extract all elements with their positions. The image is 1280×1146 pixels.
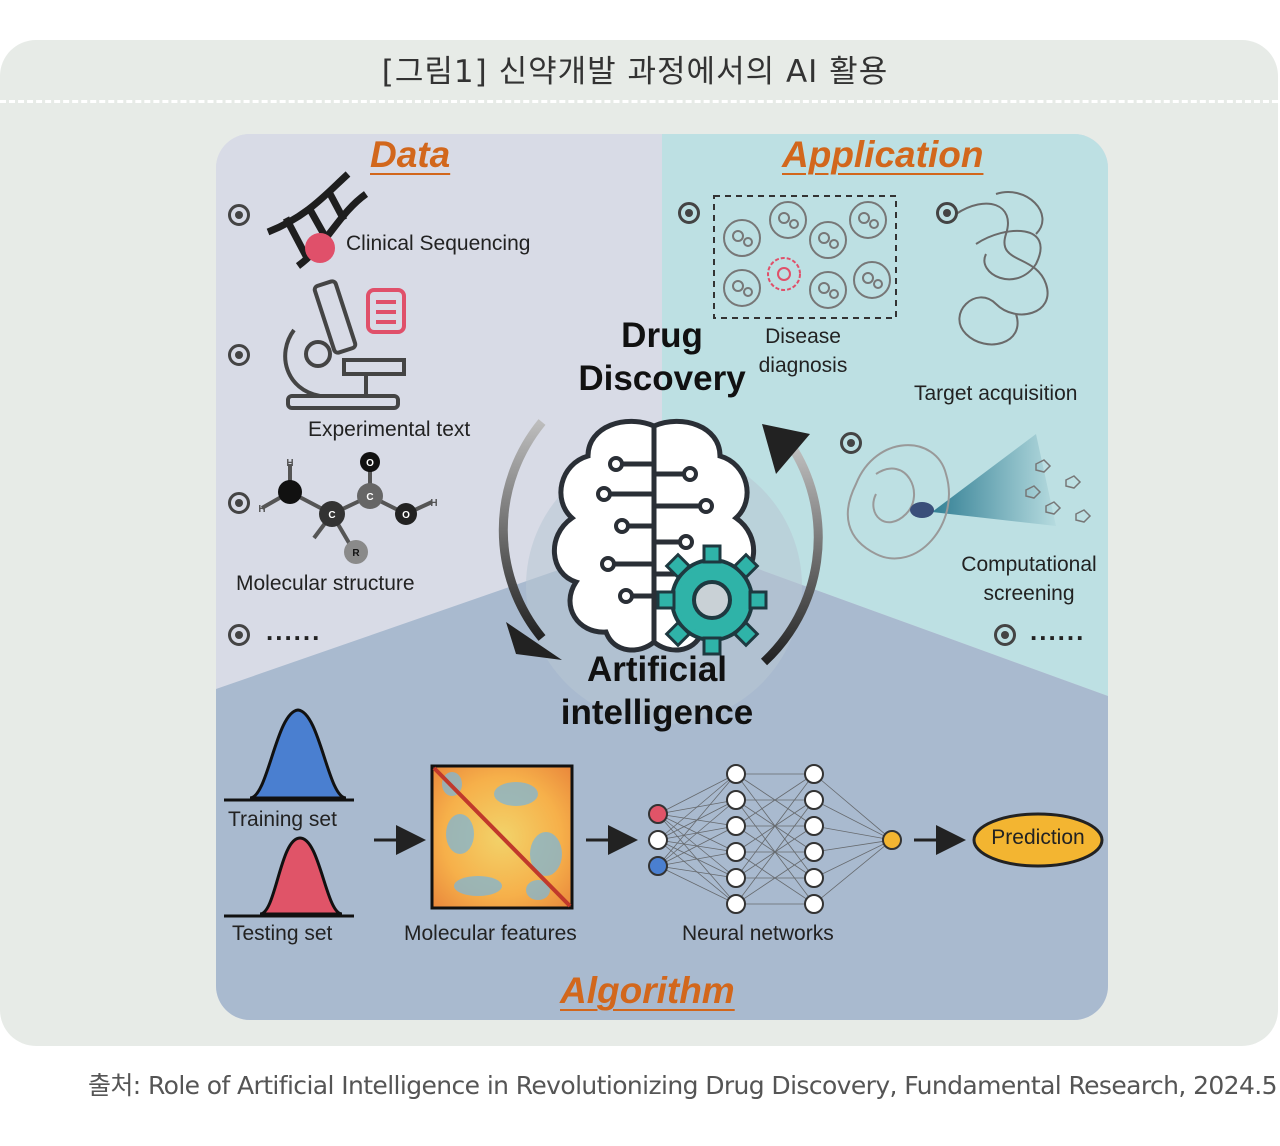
- bullet-icon-target: [936, 202, 958, 224]
- screening-beam: [932, 434, 1056, 526]
- cell-icons: [723, 201, 891, 309]
- diseased-cell-core: [777, 267, 791, 281]
- testing-distribution: [259, 836, 343, 916]
- label-training-set: Training set: [228, 808, 337, 831]
- cycle-arrow-right: [760, 447, 823, 666]
- atom-h2: H: [258, 504, 265, 515]
- bullet-icon-experimental: [228, 344, 250, 366]
- atom-o2: O: [402, 510, 410, 521]
- ai-drug-discovery-figure: C C R O O H H H: [216, 134, 1108, 1020]
- section-application: Application: [782, 134, 984, 175]
- diagnosis-box: [713, 195, 897, 319]
- section-data: Data: [370, 134, 451, 175]
- molecule-atom-labels: C C R O O H H H: [258, 458, 437, 559]
- atom-o1: O: [366, 458, 374, 469]
- gear-icon: [656, 544, 768, 656]
- neural-network-edges: [657, 773, 893, 905]
- source-caption: 출처: Role of Artificial Intelligence in R…: [88, 1071, 1278, 1100]
- binding-site: [910, 502, 934, 518]
- molecule-atoms: [278, 452, 417, 564]
- diseased-cell-icon: [767, 257, 801, 291]
- label-molecular-structure: Molecular structure: [236, 572, 415, 595]
- center-title-drug-discovery: Drug Discovery: [578, 316, 746, 398]
- microscope-icon: [283, 279, 406, 410]
- heatmap-diagonal: [432, 766, 572, 908]
- dna-icon: [266, 171, 369, 269]
- atom-h3: H: [430, 498, 437, 509]
- document-icon: [366, 288, 406, 334]
- label-target-acquisition: Target acquisition: [914, 382, 1078, 405]
- label-computational-screening: Computational screening: [961, 553, 1097, 605]
- dashed-divider: [0, 100, 1278, 103]
- bullet-icon-diagnosis: [678, 202, 700, 224]
- atom-c1: C: [328, 510, 335, 521]
- training-distribution: [249, 708, 347, 800]
- label-data-more: ......: [266, 616, 322, 646]
- bullet-icon-screening: [840, 432, 862, 454]
- atom-c2: C: [366, 492, 373, 503]
- label-clinical-sequencing: Clinical Sequencing: [346, 232, 531, 255]
- ligand-icons: [1025, 459, 1092, 523]
- cycle-arrow-right-head: [762, 424, 810, 474]
- cycle-arrow-left-head: [506, 622, 562, 660]
- label-disease-diagnosis: Disease diagnosis: [758, 325, 848, 377]
- bullet-icon-more-data: [228, 624, 250, 646]
- bullet-icon-molecular: [228, 492, 250, 514]
- screening-protein-icon: [846, 444, 950, 560]
- section-algorithm: Algorithm: [560, 970, 735, 1011]
- bullet-icon-clinical: [228, 204, 250, 226]
- label-molecular-features: Molecular features: [404, 922, 577, 945]
- label-testing-set: Testing set: [232, 922, 333, 945]
- figure-graphics: C C R O O H H H: [216, 134, 1108, 1020]
- prediction-ellipse: [972, 812, 1104, 868]
- heatmap-texture: [442, 772, 562, 900]
- dna-highlight-dot: [305, 233, 335, 263]
- label-application-more: ......: [1030, 616, 1086, 646]
- bullet-icon-more-app: [994, 624, 1016, 646]
- protein-structure-icon: [955, 191, 1049, 346]
- cycle-arrow-left: [498, 419, 546, 641]
- atom-r: R: [352, 548, 360, 559]
- neural-network-nodes: [648, 764, 902, 914]
- center-title-ai: Artificial intelligence: [560, 650, 754, 732]
- page-title: [그림1] 신약개발 과정에서의 AI 활용: [381, 54, 889, 90]
- label-experimental-text: Experimental text: [308, 418, 471, 441]
- atom-h1: H: [286, 458, 293, 469]
- label-neural-networks: Neural networks: [682, 922, 834, 945]
- label-prediction: Prediction: [991, 826, 1085, 849]
